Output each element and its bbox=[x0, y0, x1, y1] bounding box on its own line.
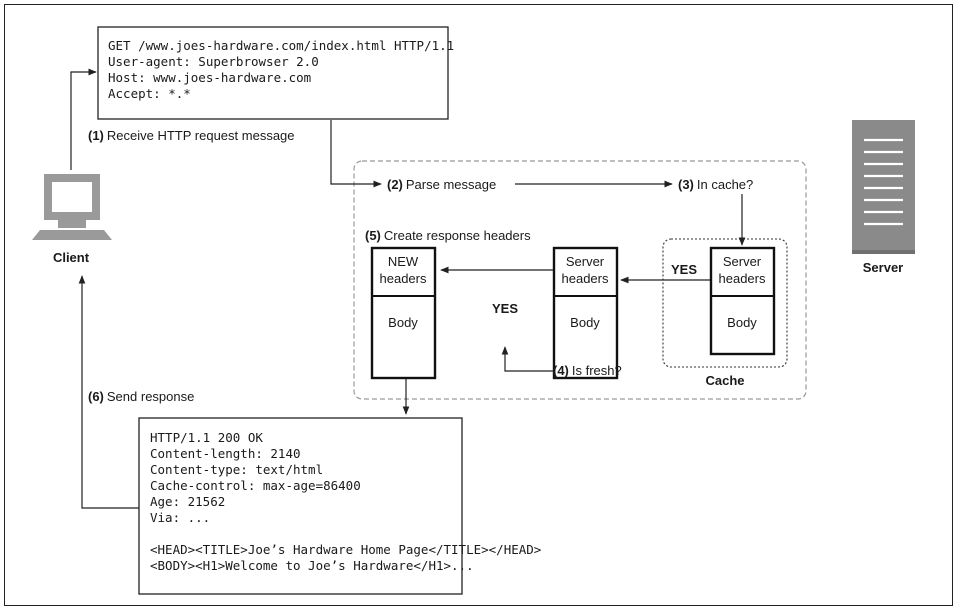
step-5-label: (5)Create response headers bbox=[365, 228, 531, 243]
request-message-box: GET /www.joes-hardware.com/index.html HT… bbox=[97, 26, 454, 120]
request-line-3: Host: www.joes-hardware.com bbox=[108, 70, 311, 85]
cache-boundary bbox=[662, 238, 788, 368]
response-line-4: Cache-control: max-age=86400 bbox=[150, 478, 361, 493]
server-label: Server bbox=[863, 260, 903, 275]
step-2-label: (2)Parse message bbox=[387, 177, 496, 192]
new-headers-card: NEW headers Body bbox=[370, 246, 437, 380]
fresh-yes-label: YES bbox=[492, 301, 518, 316]
response-line-2: Content-length: 2140 bbox=[150, 446, 301, 461]
new-card-header-2: headers bbox=[380, 271, 427, 286]
cached-card-header-2: headers bbox=[719, 271, 766, 286]
response-message-box: HTTP/1.1 200 OK Content-length: 2140 Con… bbox=[138, 417, 541, 595]
request-line-1: GET /www.joes-hardware.com/index.html HT… bbox=[108, 38, 454, 53]
computer-icon bbox=[32, 174, 112, 240]
freshness-arrow bbox=[501, 346, 555, 372]
cache-processing-region bbox=[353, 160, 807, 400]
copy-card-header-1: Server bbox=[566, 254, 605, 269]
step-4-label: (4)Is fresh? bbox=[553, 363, 622, 378]
cached-card-body: Body bbox=[727, 315, 757, 330]
request-line-2: User-agent: Superbrowser 2.0 bbox=[108, 54, 319, 69]
response-line-5: Age: 21562 bbox=[150, 494, 225, 509]
request-arrow bbox=[70, 68, 97, 170]
step-3-label: (3)In cache? bbox=[678, 177, 753, 192]
client-label: Client bbox=[53, 250, 90, 265]
step-6-label: (6)Send response bbox=[88, 389, 194, 404]
to-parse-arrow bbox=[330, 120, 382, 188]
response-line-3: Content-type: text/html bbox=[150, 462, 323, 477]
response-line-1: HTTP/1.1 200 OK bbox=[150, 430, 263, 445]
request-line-4: Accept: *.* bbox=[108, 86, 191, 101]
step-1-label: (1)Receive HTTP request message bbox=[88, 128, 295, 143]
figure-frame bbox=[4, 4, 953, 606]
copy-card-header-2: headers bbox=[562, 271, 609, 286]
response-line-8: <HEAD><TITLE>Joe’s Hardware Home Page</T… bbox=[150, 542, 541, 557]
copy-card-body: Body bbox=[570, 315, 600, 330]
server-icon bbox=[852, 120, 915, 254]
server-headers-copy-card: Server headers Body bbox=[552, 246, 619, 380]
cached-card-header-1: Server bbox=[723, 254, 762, 269]
response-line-6: Via: ... bbox=[150, 510, 210, 525]
response-line-9: <BODY><H1>Welcome to Joe’s Hardware</H1>… bbox=[150, 558, 474, 573]
cache-hit-yes-label: YES bbox=[671, 262, 697, 277]
cached-document-card: Server headers Body bbox=[709, 246, 776, 356]
cache-label: Cache bbox=[705, 373, 744, 388]
new-card-header-1: NEW bbox=[388, 254, 419, 269]
send-response-arrow bbox=[78, 275, 139, 509]
new-card-body: Body bbox=[388, 315, 418, 330]
